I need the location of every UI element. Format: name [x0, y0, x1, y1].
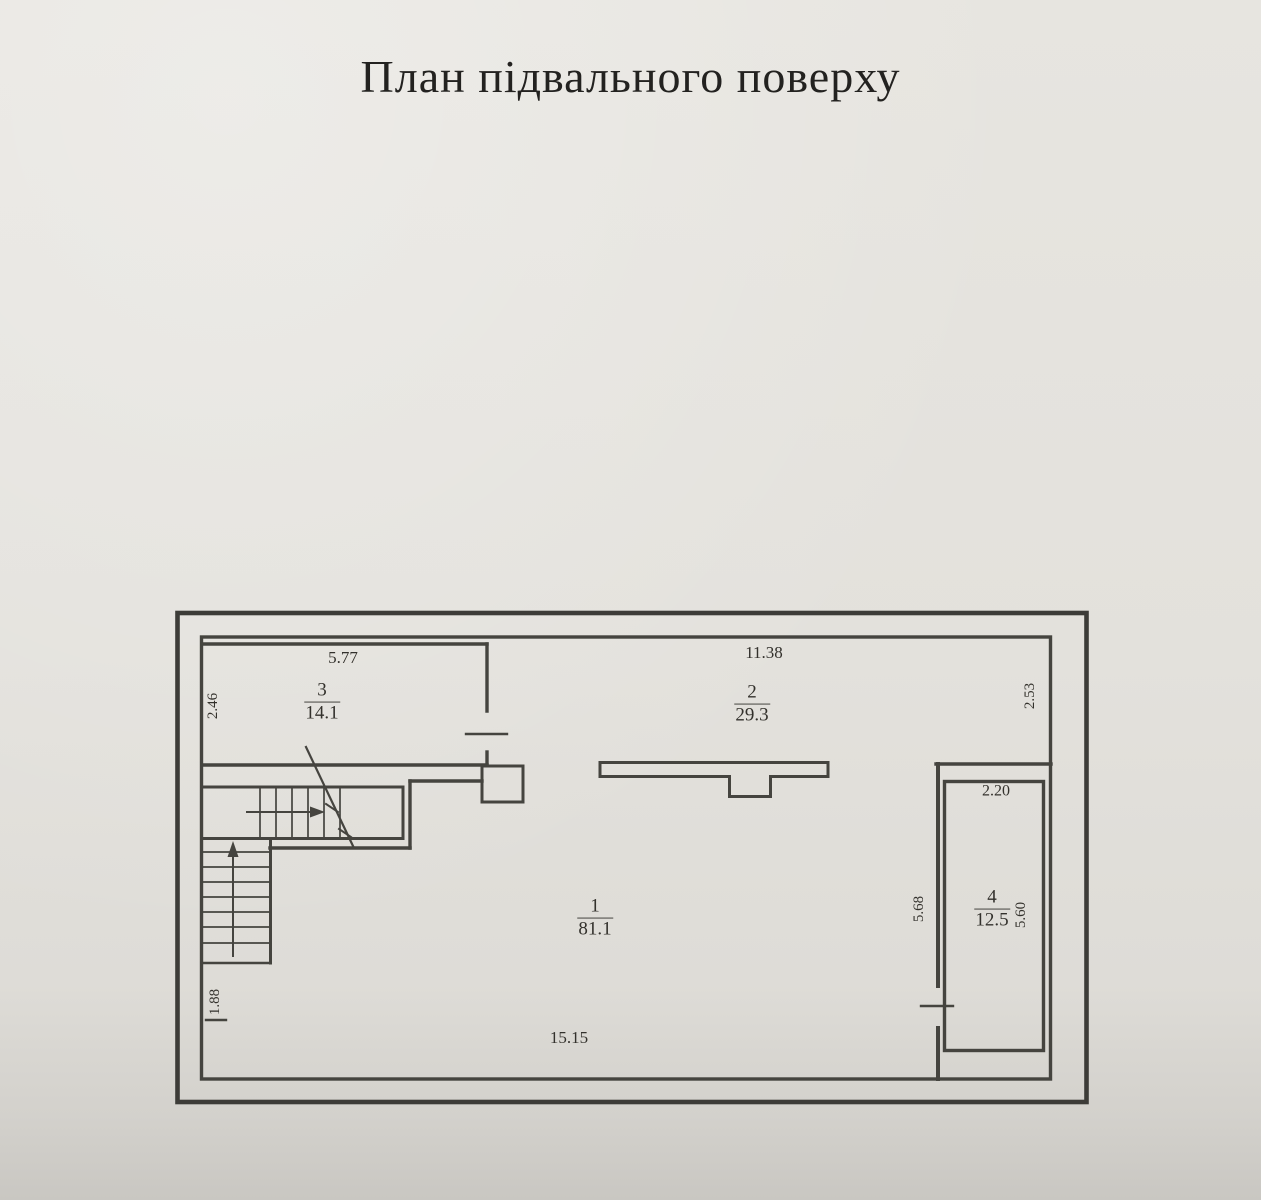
stair-arrow-right: [310, 806, 325, 818]
room1-room4-wall: [919, 762, 955, 1081]
room-2-area: 29.3: [735, 704, 769, 726]
partition-bar: [598, 761, 830, 798]
pier-outline: [480, 764, 525, 804]
page-title: План підвального поверху: [360, 51, 901, 102]
outer-wall: [175, 610, 1089, 1105]
room-1-label: 1 81.1: [577, 896, 613, 940]
staircase: [201, 745, 405, 965]
stair-arrow-up: [227, 841, 239, 857]
room-2-label: 2 29.3: [734, 682, 770, 726]
pier: [480, 764, 525, 804]
dim-room2-height: 2.53: [1022, 682, 1039, 710]
room-3-label: 3 14.1: [304, 680, 340, 724]
stair-break-mark: [324, 802, 340, 814]
stair-break-line: [304, 745, 355, 848]
stair-upper-run-outline: [201, 785, 405, 840]
dim-stair-exit: 1.88: [207, 988, 224, 1016]
room-3-area: 14.1: [305, 702, 339, 724]
room4-walls: [942, 779, 1046, 1053]
room-4-area: 12.5: [975, 909, 1009, 931]
outer-wall-outline: [175, 610, 1089, 1105]
room-1-number: 1: [577, 896, 613, 919]
stair-break-mark: [337, 827, 353, 839]
dim-room4-wall-height: 5.68: [911, 895, 928, 923]
room4-outline: [942, 779, 1046, 1053]
dim-room4-height: 5.60: [1013, 901, 1030, 929]
room-4-label: 4 12.5: [974, 887, 1010, 931]
dim-plan-width: 15.15: [549, 1028, 589, 1048]
dim-room4-width: 2.20: [982, 782, 1010, 800]
inner-wall-outline: [199, 635, 1053, 1081]
room-2-number: 2: [734, 682, 770, 705]
room3-walls: [200, 642, 509, 767]
dim-room3-width: 5.77: [328, 648, 358, 668]
room-3-number: 3: [304, 680, 340, 703]
dim-room3-height: 2.46: [205, 692, 222, 720]
room-1-area: 81.1: [578, 918, 612, 940]
inner-wall: [199, 635, 1053, 1081]
stair-hall-walls: [268, 779, 484, 850]
dim-room2-width: 11.38: [745, 643, 783, 663]
partition-bar-outline: [598, 761, 830, 798]
room-4-number: 4: [974, 887, 1010, 910]
